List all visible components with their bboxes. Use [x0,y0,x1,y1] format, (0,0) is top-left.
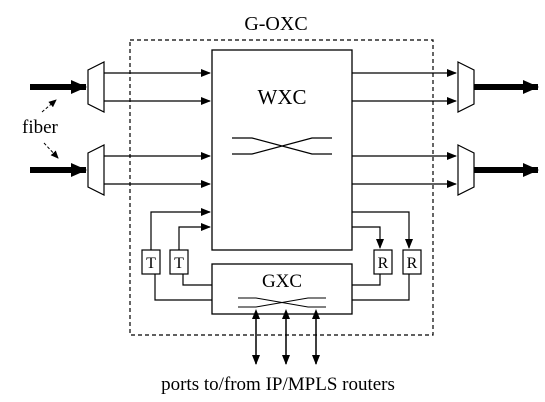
receiver-2-label: R [407,255,418,272]
gxc-to-transmitter-2 [182,274,212,286]
transmitter-1-label: T [146,255,156,272]
receiver-1 [373,249,393,275]
gxc-label: GXC [262,271,302,292]
fiber-label: fiber [22,117,59,138]
transmitter-2-link [178,223,211,250]
wxc-label: WXC [258,85,307,109]
g-oxc-title: G-OXC [244,13,307,35]
receiver-1-link [352,226,384,249]
mux-1 [457,61,475,113]
receiver-2-link [352,211,413,249]
receiver-1-label: R [378,255,389,272]
gxc-box [211,263,353,315]
fiber-pointer-lower [43,142,59,159]
fiber-pointer-upper [41,99,57,113]
wxc-box [211,49,353,251]
transmitter-2-label: T [174,255,184,272]
receiver-2-to-gxc [352,274,410,301]
receiver-1-to-gxc [352,274,381,286]
gxc-crossover-icon [238,297,326,308]
mux-2 [457,144,475,196]
transmitter-1-link [150,208,211,250]
receiver-2 [402,249,422,275]
demux-1 [87,61,105,113]
gxc-to-transmitter-1 [154,274,212,301]
demux-2 [87,144,105,196]
g-oxc-boundary [129,39,434,336]
ports-caption: ports to/from IP/MPLS routers [161,374,395,395]
wxc-crossover-icon [232,137,332,155]
